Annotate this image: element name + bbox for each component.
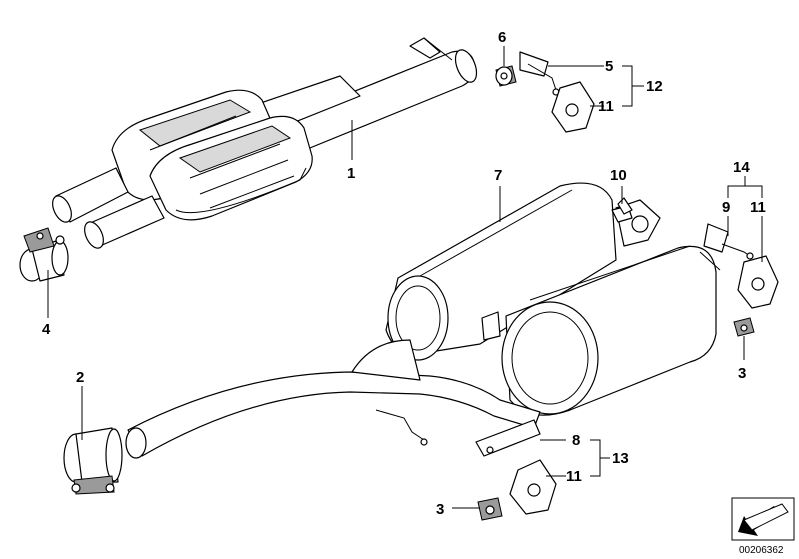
lower-hanger-hardware xyxy=(475,419,557,521)
pipe-clamp-front xyxy=(19,227,69,282)
callout-13: 13 xyxy=(612,450,629,467)
pipe-clamp-rear xyxy=(63,427,123,495)
catalytic-converter-assembly xyxy=(52,37,478,249)
callout-3-right: 3 xyxy=(738,365,746,382)
callout-1: 1 xyxy=(347,165,355,182)
callout-9: 9 xyxy=(722,199,730,216)
intermediate-pipe xyxy=(125,339,541,459)
callout-2: 2 xyxy=(76,369,84,386)
callout-14: 14 xyxy=(733,159,750,176)
vehicle-direction-icon xyxy=(731,497,795,541)
callout-8: 8 xyxy=(572,432,580,449)
callout-6: 6 xyxy=(498,29,506,46)
callout-labels: 1 2 3 3 4 5 6 7 8 9 10 11 11 11 12 13 14 xyxy=(42,29,766,518)
rear-silencer-lower xyxy=(481,245,717,416)
callout-11-upper: 11 xyxy=(598,98,614,115)
callout-4: 4 xyxy=(42,321,51,338)
callout-3-lower: 3 xyxy=(436,501,444,518)
callout-10: 10 xyxy=(610,167,627,184)
callout-11-lower: 11 xyxy=(566,468,582,485)
leader-lines xyxy=(47,46,763,509)
document-id: 00206362 xyxy=(739,545,784,556)
right-hanger-hardware xyxy=(699,223,779,337)
callout-11-right: 11 xyxy=(750,199,766,216)
callout-7: 7 xyxy=(494,167,502,184)
callout-12: 12 xyxy=(646,78,663,95)
callout-5: 5 xyxy=(605,58,613,75)
upper-hanger-hardware xyxy=(495,51,595,133)
